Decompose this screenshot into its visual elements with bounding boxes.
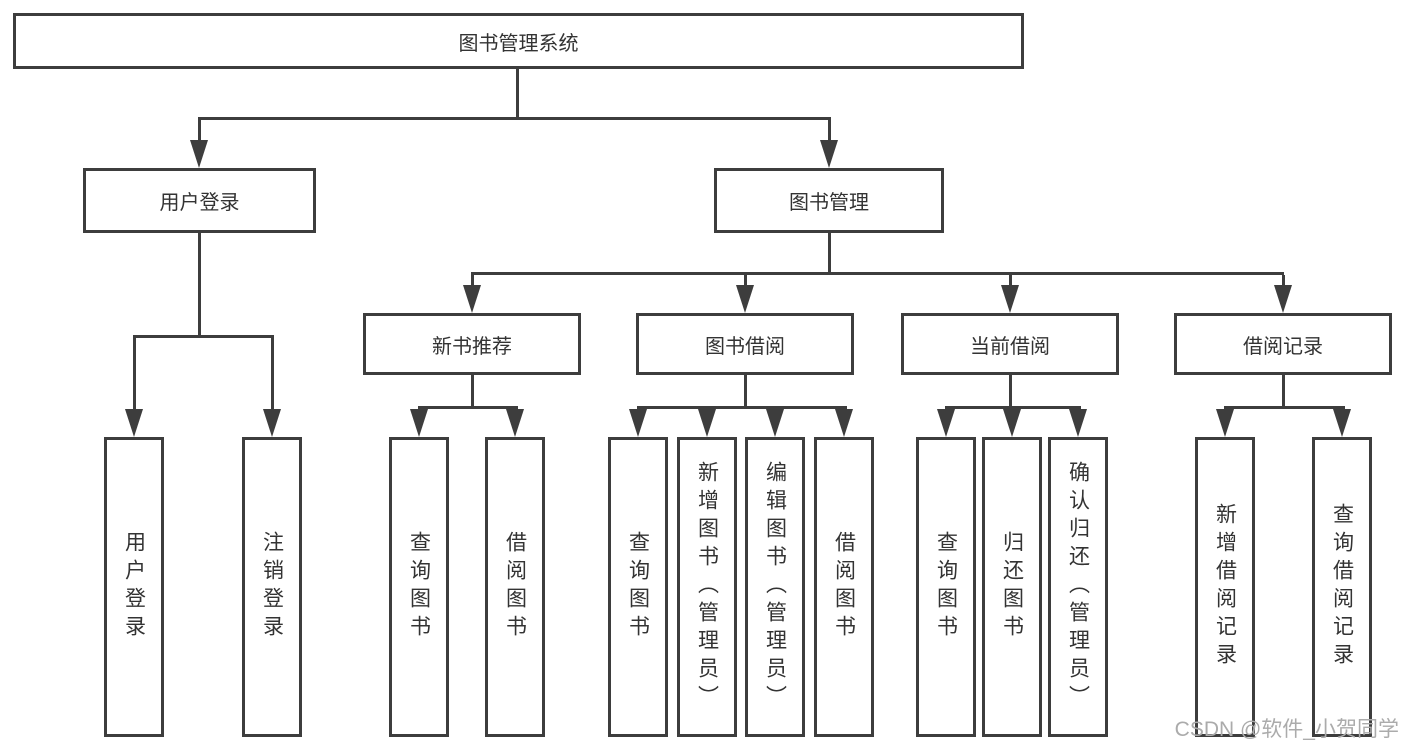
connector-line (828, 233, 831, 272)
node-label: 图书管理系统 (458, 32, 579, 55)
connector-line (744, 275, 747, 286)
connector-line (945, 406, 1081, 409)
leaf-label: 编辑图书（管理员） (763, 461, 787, 713)
arrow-down-icon (736, 285, 754, 313)
connector-line (198, 117, 201, 143)
node-borrowing-records: 借阅记录 (1174, 313, 1392, 375)
arrow-down-icon (835, 409, 853, 437)
arrow-down-icon (1001, 285, 1019, 313)
leaf-label: 查询图书 (626, 531, 650, 643)
arrow-down-icon (463, 285, 481, 313)
connector-line (1009, 375, 1012, 406)
arrow-down-icon (1069, 409, 1087, 437)
arrow-down-icon (1333, 409, 1351, 437)
node-label: 用户登录 (159, 192, 240, 214)
connector-line (471, 272, 1284, 275)
node-label: 图书借阅 (705, 335, 785, 358)
leaf-label: 借阅图书 (832, 531, 856, 643)
leaf-label: 新增图书（管理员） (695, 461, 719, 713)
leaf-label: 用户登录 (122, 531, 146, 643)
arrow-down-icon (820, 140, 838, 168)
arrow-down-icon (1274, 285, 1292, 313)
leaf-query-books: 查询图书 (608, 437, 668, 737)
arrow-down-icon (190, 140, 208, 168)
connector-line (1282, 275, 1285, 286)
node-new-book-recommendation: 新书推荐 (363, 313, 581, 375)
connector-line (198, 233, 201, 335)
connector-line (828, 117, 831, 143)
leaf-label: 新增借阅记录 (1213, 503, 1237, 671)
leaf-query-books: 查询图书 (389, 437, 449, 737)
connector-line (133, 335, 274, 338)
node-label: 借阅记录 (1243, 335, 1323, 358)
leaf-user-login: 用户登录 (104, 437, 164, 737)
connector-line (1224, 406, 1345, 409)
arrow-down-icon (937, 409, 955, 437)
node-book-management: 图书管理 (714, 168, 944, 233)
node-label: 图书管理 (789, 192, 869, 214)
node-book-borrowing: 图书借阅 (636, 313, 854, 375)
leaf-label: 查询图书 (407, 531, 431, 643)
leaf-logout: 注销登录 (242, 437, 302, 737)
arrow-down-icon (263, 409, 281, 437)
connector-line (133, 338, 136, 410)
connector-line (1009, 275, 1012, 286)
leaf-label: 借阅图书 (503, 531, 527, 643)
connector-line (198, 117, 831, 120)
node-library-management-system: 图书管理系统 (13, 13, 1024, 69)
leaf-label: 查询借阅记录 (1330, 503, 1354, 671)
arrow-down-icon (506, 409, 524, 437)
arrow-down-icon (125, 409, 143, 437)
leaf-label: 确认归还（管理员） (1066, 461, 1090, 713)
leaf-add-book-admin: 新增图书（管理员） (677, 437, 737, 737)
arrow-down-icon (1003, 409, 1021, 437)
node-label: 新书推荐 (432, 335, 512, 358)
leaf-return-books: 归还图书 (982, 437, 1042, 737)
leaf-label: 注销登录 (260, 531, 284, 643)
leaf-label: 查询图书 (934, 531, 958, 643)
node-label: 当前借阅 (970, 335, 1050, 358)
leaf-edit-book-admin: 编辑图书（管理员） (745, 437, 805, 737)
leaf-borrow-books: 借阅图书 (814, 437, 874, 737)
connector-line (418, 406, 518, 409)
connector-line (471, 375, 474, 406)
connector-line (744, 375, 747, 406)
leaf-add-borrow-record: 新增借阅记录 (1195, 437, 1255, 737)
leaf-borrow-books: 借阅图书 (485, 437, 545, 737)
node-current-borrowing: 当前借阅 (901, 313, 1119, 375)
node-user-login: 用户登录 (83, 168, 316, 233)
leaf-query-books: 查询图书 (916, 437, 976, 737)
connector-line (516, 69, 519, 117)
csdn-watermark: CSDN @软件_小贺同学 (1174, 718, 1399, 741)
arrow-down-icon (1216, 409, 1234, 437)
connector-line (271, 338, 274, 410)
connector-line (1282, 375, 1285, 406)
leaf-label: 归还图书 (1000, 531, 1024, 643)
leaf-query-borrow-record: 查询借阅记录 (1312, 437, 1372, 737)
arrow-down-icon (766, 409, 784, 437)
arrow-down-icon (410, 409, 428, 437)
connector-line (637, 406, 847, 409)
connector-line (471, 275, 474, 286)
arrow-down-icon (629, 409, 647, 437)
leaf-confirm-return-admin: 确认归还（管理员） (1048, 437, 1108, 737)
arrow-down-icon (698, 409, 716, 437)
